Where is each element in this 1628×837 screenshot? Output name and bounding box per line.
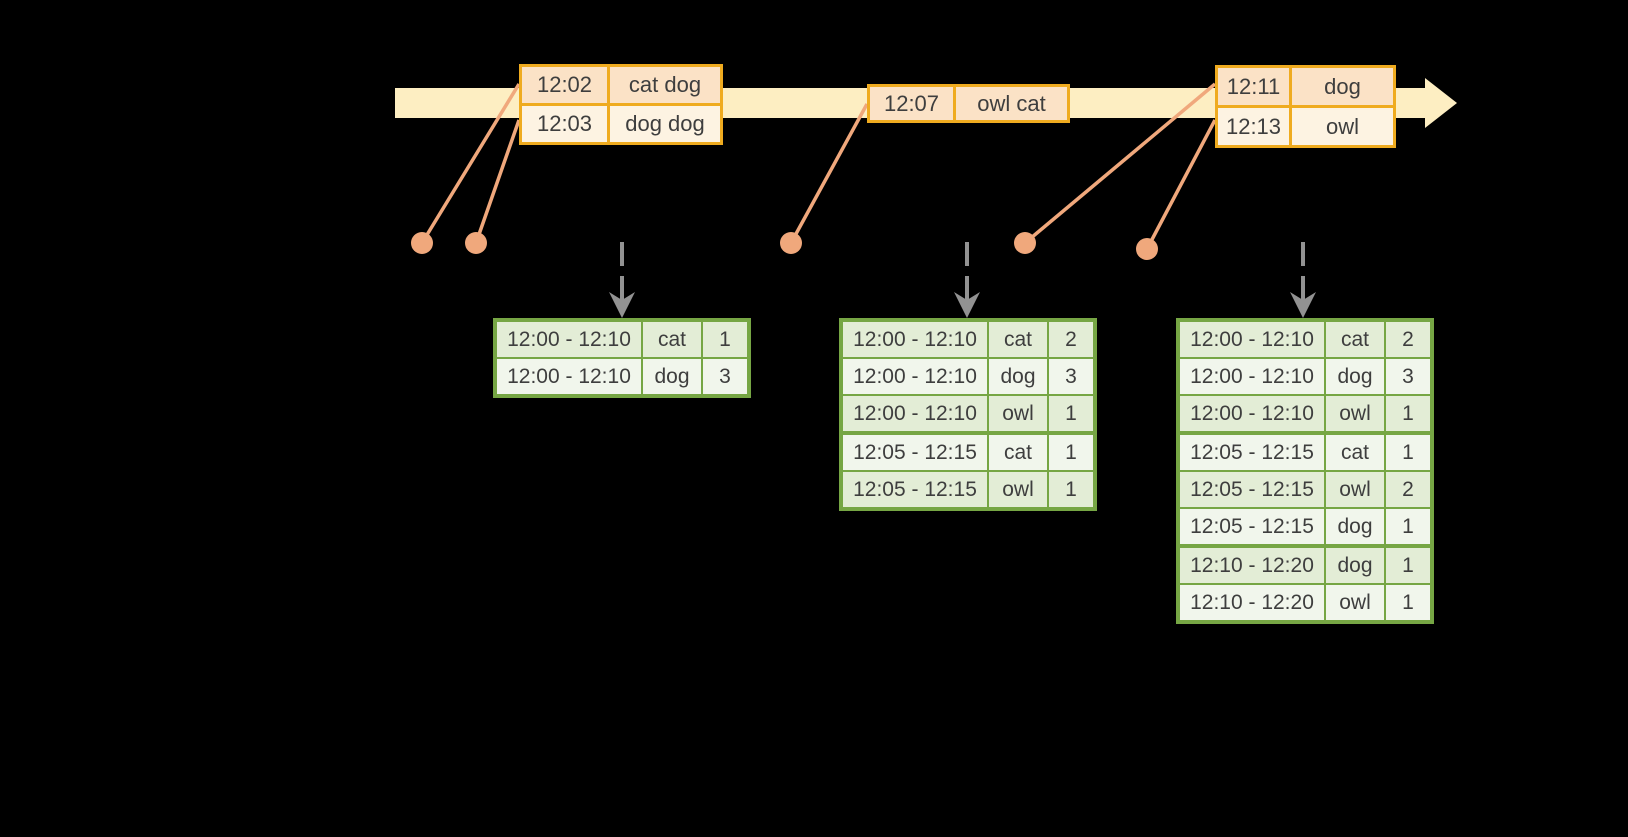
window-cell: 12:05 - 12:15 xyxy=(1180,472,1324,507)
event-words-cell: cat dog xyxy=(610,67,720,103)
window-cell: 12:00 - 12:10 xyxy=(497,322,641,357)
word-cell: owl xyxy=(1326,472,1384,507)
window-cell: 12:00 - 12:10 xyxy=(1180,396,1324,431)
count-cell: 2 xyxy=(1386,322,1430,357)
event-dot-icon xyxy=(465,232,487,254)
count-cell: 1 xyxy=(1049,396,1093,431)
result-row: 12:05 - 12:15 owl 1 xyxy=(843,472,1093,507)
word-cell: owl xyxy=(989,396,1047,431)
window-cell: 12:05 - 12:15 xyxy=(1180,435,1324,470)
event-time-cell: 12:03 xyxy=(522,106,607,142)
trigger-arrowhead-icon xyxy=(1290,292,1316,318)
word-cell: cat xyxy=(989,435,1047,470)
result-row: 12:00 - 12:10 cat 2 xyxy=(1180,322,1430,357)
window-cell: 12:05 - 12:15 xyxy=(843,435,987,470)
word-cell: cat xyxy=(1326,435,1384,470)
count-cell: 1 xyxy=(1386,435,1430,470)
trigger-arrowhead-icon xyxy=(954,292,980,318)
result-row: 12:00 - 12:10 cat 1 xyxy=(497,322,747,357)
window-cell: 12:05 - 12:15 xyxy=(843,472,987,507)
window-cell: 12:00 - 12:10 xyxy=(1180,359,1324,394)
event-connector-line xyxy=(1145,119,1217,250)
window-cell: 12:00 - 12:10 xyxy=(843,396,987,431)
timeline-arrowhead-icon xyxy=(1425,78,1457,128)
word-cell: dog xyxy=(643,359,701,394)
count-cell: 1 xyxy=(1049,472,1093,507)
result-row: 12:05 - 12:15 cat 1 xyxy=(1180,435,1430,470)
window-cell: 12:10 - 12:20 xyxy=(1180,548,1324,583)
count-cell: 2 xyxy=(1386,472,1430,507)
result-row: 12:05 - 12:15 dog 1 xyxy=(1180,509,1430,544)
event-dot-icon xyxy=(780,232,802,254)
event-connector-line xyxy=(420,83,521,244)
count-cell: 3 xyxy=(1386,359,1430,394)
event-connector-line xyxy=(474,119,521,244)
count-cell: 3 xyxy=(1049,359,1093,394)
event-table-1207: 12:07 owl cat xyxy=(867,84,1070,123)
result-table-2: 12:00 - 12:10 cat 2 12:00 - 12:10 dog 3 … xyxy=(839,318,1097,511)
event-time-cell: 12:07 xyxy=(870,87,953,120)
word-cell: dog xyxy=(1326,359,1384,394)
event-table-1211: 12:11 dog 12:13 owl xyxy=(1215,65,1396,148)
count-cell: 2 xyxy=(1049,322,1093,357)
result-row: 12:05 - 12:15 cat 1 xyxy=(843,435,1093,470)
event-connector-line xyxy=(1023,82,1217,245)
window-cell: 12:00 - 12:10 xyxy=(497,359,641,394)
window-cell: 12:10 - 12:20 xyxy=(1180,585,1324,620)
window-cell: 12:00 - 12:10 xyxy=(1180,322,1324,357)
event-time-cell: 12:13 xyxy=(1218,108,1289,145)
count-cell: 1 xyxy=(1386,585,1430,620)
event-table-1202: 12:02 cat dog 12:03 dog dog xyxy=(519,64,723,145)
count-cell: 3 xyxy=(703,359,747,394)
result-row: 12:00 - 12:10 cat 2 xyxy=(843,322,1093,357)
event-time-cell: 12:11 xyxy=(1218,68,1289,105)
word-cell: cat xyxy=(643,322,701,357)
result-table-1: 12:00 - 12:10 cat 1 12:00 - 12:10 dog 3 xyxy=(493,318,751,398)
word-cell: dog xyxy=(1326,509,1384,544)
word-cell: dog xyxy=(989,359,1047,394)
window-cell: 12:05 - 12:15 xyxy=(1180,509,1324,544)
result-row: 12:10 - 12:20 owl 1 xyxy=(1180,585,1430,620)
event-dot-icon xyxy=(1014,232,1036,254)
event-connector-line xyxy=(789,103,869,244)
word-cell: owl xyxy=(1326,585,1384,620)
event-dot-icon xyxy=(411,232,433,254)
word-cell: owl xyxy=(989,472,1047,507)
result-row: 12:00 - 12:10 owl 1 xyxy=(1180,396,1430,431)
result-row: 12:05 - 12:15 owl 2 xyxy=(1180,472,1430,507)
word-cell: owl xyxy=(1326,396,1384,431)
event-words-cell: owl xyxy=(1292,108,1393,145)
count-cell: 1 xyxy=(1049,435,1093,470)
result-row: 12:00 - 12:10 dog 3 xyxy=(497,359,747,394)
trigger-arrows xyxy=(609,242,1316,318)
result-table-3: 12:00 - 12:10 cat 2 12:00 - 12:10 dog 3 … xyxy=(1176,318,1434,624)
word-cell: dog xyxy=(1326,548,1384,583)
window-cell: 12:00 - 12:10 xyxy=(843,359,987,394)
event-words-cell: dog dog xyxy=(610,106,720,142)
event-words-cell: dog xyxy=(1292,68,1393,105)
event-time-cell: 12:02 xyxy=(522,67,607,103)
event-dot-icon xyxy=(1136,238,1158,260)
result-row: 12:00 - 12:10 dog 3 xyxy=(1180,359,1430,394)
count-cell: 1 xyxy=(1386,509,1430,544)
event-dots xyxy=(411,232,1158,260)
result-row: 12:10 - 12:20 dog 1 xyxy=(1180,548,1430,583)
word-cell: cat xyxy=(1326,322,1384,357)
window-cell: 12:00 - 12:10 xyxy=(843,322,987,357)
result-row: 12:00 - 12:10 owl 1 xyxy=(843,396,1093,431)
result-row: 12:00 - 12:10 dog 3 xyxy=(843,359,1093,394)
word-cell: cat xyxy=(989,322,1047,357)
count-cell: 1 xyxy=(1386,548,1430,583)
trigger-arrowhead-icon xyxy=(609,292,635,318)
event-connector-lines xyxy=(420,82,1217,250)
count-cell: 1 xyxy=(1386,396,1430,431)
event-words-cell: owl cat xyxy=(956,87,1067,120)
count-cell: 1 xyxy=(703,322,747,357)
